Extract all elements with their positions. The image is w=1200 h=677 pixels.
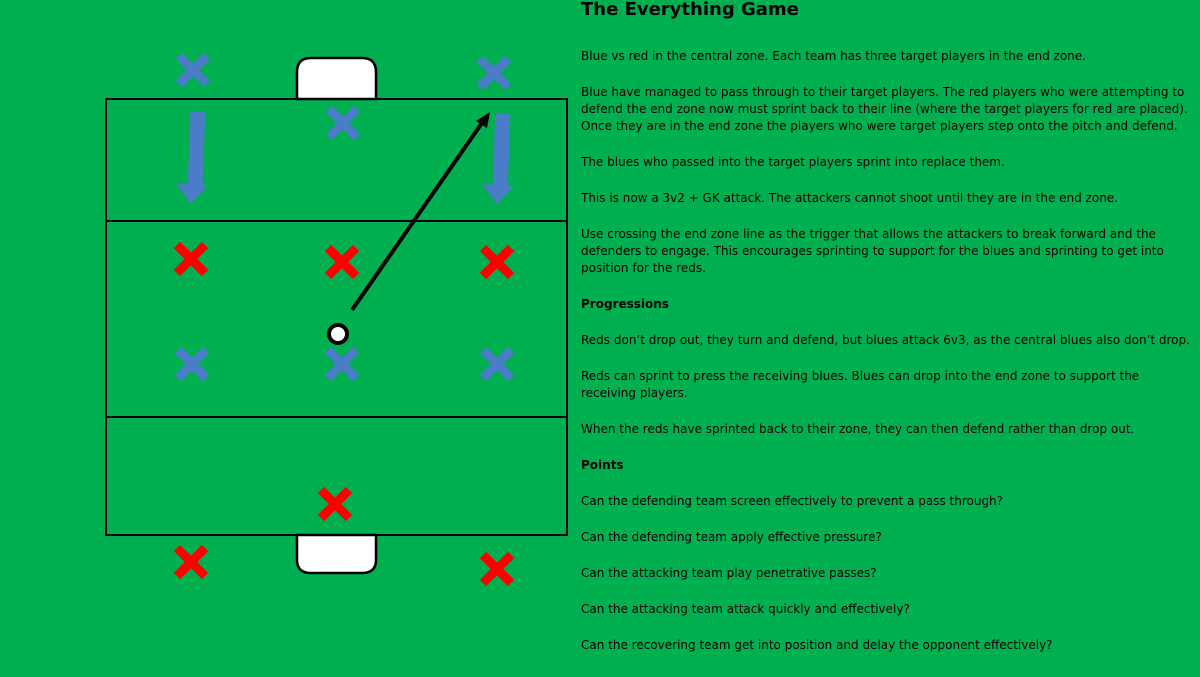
progression-item: Reds don’t drop out, they turn and defen… bbox=[581, 333, 1190, 347]
sprint-arrow-right bbox=[482, 113, 514, 204]
paragraph-1: Blue vs red in the central zone. Each te… bbox=[581, 49, 1086, 63]
pass-arrow bbox=[350, 112, 490, 312]
page-title: The Everything Game bbox=[581, 0, 799, 20]
blue-player-marker bbox=[174, 346, 210, 382]
paragraph-5: Use crossing the end zone line as the tr… bbox=[581, 227, 1164, 275]
ball bbox=[327, 323, 349, 345]
blue-player-marker bbox=[324, 346, 360, 382]
blue-player-marker bbox=[479, 346, 515, 382]
red-player-marker bbox=[317, 486, 353, 522]
point-item: Can the attacking team attack quickly an… bbox=[581, 602, 910, 616]
points-heading: Points bbox=[581, 458, 624, 472]
point-item: Can the recovering team get into positio… bbox=[581, 638, 1053, 652]
blue-player-marker bbox=[175, 52, 211, 88]
red-player-marker bbox=[479, 244, 515, 280]
paragraph-2: Blue have managed to pass through to the… bbox=[581, 85, 1188, 133]
sprint-arrow-left bbox=[176, 111, 208, 204]
point-item: Can the defending team apply effective p… bbox=[581, 530, 882, 544]
point-item: Can the defending team screen effectivel… bbox=[581, 494, 1004, 508]
blue-player-marker bbox=[476, 55, 512, 91]
coaching-notes: The Everything Game Blue vs red in the c… bbox=[581, 0, 1193, 673]
goal-top bbox=[295, 56, 378, 101]
progression-item: When the reds have sprinted back to thei… bbox=[581, 422, 1135, 436]
red-player-marker bbox=[173, 544, 209, 580]
progression-item: Reds can sprint to press the receiving b… bbox=[581, 369, 1140, 400]
red-player-marker bbox=[479, 551, 515, 587]
pitch-diagram bbox=[105, 52, 568, 587]
points-list: Can the defending team screen effectivel… bbox=[581, 493, 1193, 654]
red-player-marker bbox=[324, 244, 360, 280]
paragraph-3: The blues who passed into the target pla… bbox=[581, 155, 1005, 169]
paragraph-4: This is now a 3v2 + GK attack. The attac… bbox=[581, 191, 1118, 205]
blue-player-marker bbox=[325, 105, 361, 141]
red-player-marker bbox=[173, 241, 209, 277]
point-item: Can the attacking team play penetrative … bbox=[581, 566, 877, 580]
goal-bottom bbox=[295, 533, 378, 575]
progressions-list: Reds don’t drop out, they turn and defen… bbox=[581, 332, 1193, 438]
progressions-heading: Progressions bbox=[581, 297, 669, 311]
